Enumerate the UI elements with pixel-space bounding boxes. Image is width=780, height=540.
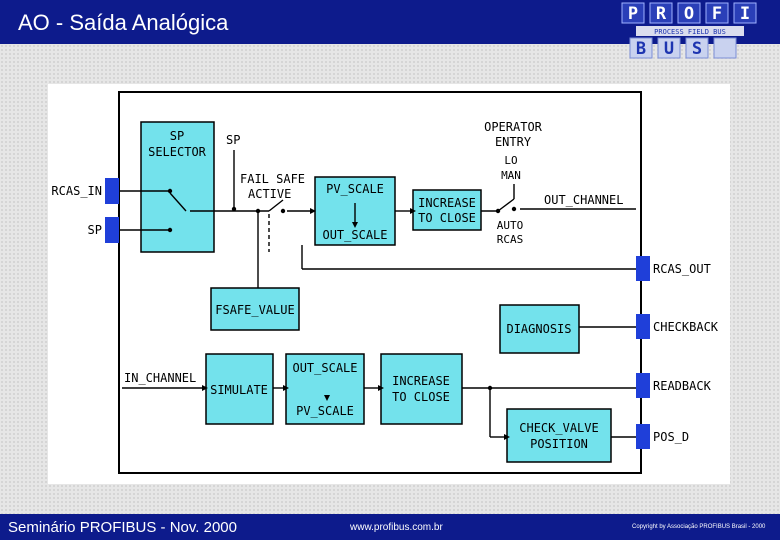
logo-letter: P xyxy=(628,4,638,24)
port-checkback xyxy=(636,314,650,339)
pv-scale-lower-label: PV_SCALE xyxy=(296,404,354,418)
lo-label: LO xyxy=(504,154,517,167)
to-close-label: TO CLOSE xyxy=(418,211,476,225)
out-channel-label: OUT_CHANNEL xyxy=(544,193,623,207)
logo-letter: I xyxy=(740,4,750,24)
increase-to-close-lower-block xyxy=(380,353,463,425)
sp-selector-block xyxy=(140,121,215,253)
footer-copyright: Copyright by Associação PROFIBUS Brasil … xyxy=(632,524,766,530)
footer-bar: Seminário PROFIBUS - Nov. 2000 www.profi… xyxy=(0,514,780,540)
block-frame xyxy=(118,91,642,474)
port-label-checkback: CHECKBACK xyxy=(653,320,719,334)
check-valve-label: CHECK_VALVE xyxy=(519,421,598,435)
port-rcas-in xyxy=(105,178,119,204)
port-sp xyxy=(105,217,119,243)
diagnosis-block xyxy=(499,304,580,354)
logo-letter: R xyxy=(656,4,667,24)
fail-safe-label: FAIL SAFE xyxy=(240,172,305,186)
port-label-readback: READBACK xyxy=(653,379,712,393)
fsafe-value-block xyxy=(210,287,300,331)
port-label-rcas-in: RCAS_IN xyxy=(51,184,102,198)
footer-seminar-text: Seminário PROFIBUS - Nov. 2000 xyxy=(8,519,237,536)
auto-label: AUTO xyxy=(497,219,524,232)
entry-label: ENTRY xyxy=(495,135,532,149)
man-label: MAN xyxy=(501,169,521,182)
position-label: POSITION xyxy=(530,437,588,451)
logo-letter: O xyxy=(684,4,694,24)
port-readback xyxy=(636,373,650,398)
sp-selector-label: SP xyxy=(170,129,184,143)
check-valve-position-block xyxy=(506,408,612,463)
active-label: ACTIVE xyxy=(248,187,291,201)
fsafe-value-label: FSAFE_VALUE xyxy=(215,303,294,317)
diagnosis-label: DIAGNOSIS xyxy=(506,322,571,336)
logo-tagline: PROCESS FIELD BUS xyxy=(654,28,726,36)
increase-lower-label: INCREASE xyxy=(392,374,450,388)
arrow-heads xyxy=(202,208,510,440)
footer-website-link[interactable]: www.profibus.com.br xyxy=(350,522,443,533)
port-label-sp: SP xyxy=(88,223,102,237)
out-scale-lower-label: OUT_SCALE xyxy=(292,361,357,375)
slide-title: AO - Saída Analógica xyxy=(18,10,229,35)
port-label-rcas-out: RCAS_OUT xyxy=(653,262,711,276)
increase-to-close-block xyxy=(412,189,482,231)
logo-letter: U xyxy=(664,39,674,59)
logo-letter: B xyxy=(636,39,646,59)
port-rcas-out xyxy=(636,256,650,281)
simulate-block xyxy=(205,353,274,425)
port-pos-d xyxy=(636,424,650,449)
port-label-pos-d: POS_D xyxy=(653,430,689,444)
increase-label: INCREASE xyxy=(418,196,476,210)
sp-selector-label: SELECTOR xyxy=(148,145,207,159)
simulate-label: SIMULATE xyxy=(210,383,268,397)
out-scale-block xyxy=(285,353,365,425)
sp-top-label: SP xyxy=(226,133,240,147)
logo-letter: S xyxy=(692,39,702,59)
logo-letter: F xyxy=(712,4,722,24)
out-scale-label: OUT_SCALE xyxy=(322,228,387,242)
operator-label: OPERATOR xyxy=(484,120,543,134)
signal-lines xyxy=(119,150,636,438)
in-channel-label: IN_CHANNEL xyxy=(124,371,196,385)
rcas-label: RCAS xyxy=(497,233,524,246)
to-close-lower-label: TO CLOSE xyxy=(392,390,450,404)
profibus-logo: P R O F I B U S PROCESS FIELD BUS xyxy=(621,2,757,59)
pv-scale-label: PV_SCALE xyxy=(326,182,384,196)
